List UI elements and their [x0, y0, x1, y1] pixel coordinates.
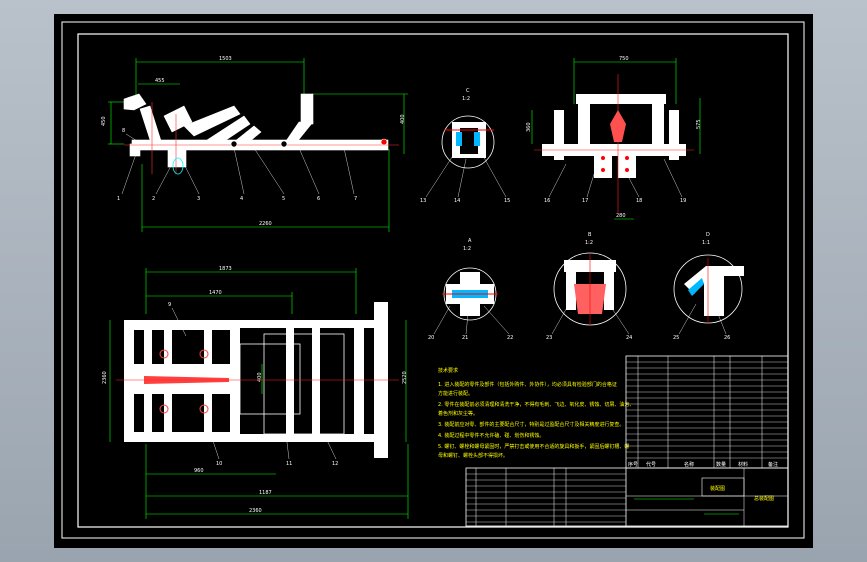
col-name: 名称: [684, 461, 694, 468]
callout-22: 22: [507, 335, 513, 341]
col-material: 材料: [738, 461, 748, 468]
inner-frame: [77, 33, 789, 528]
callout-6: 6: [317, 196, 320, 202]
callout-17: 17: [582, 198, 588, 204]
dim-plan-bottom-a: 1187: [259, 490, 272, 496]
callout-26: 26: [724, 335, 730, 341]
parts-list: 序号 代号 名称 数量 材料 备注: [625, 355, 789, 469]
sheet-label: 总装配图: [754, 495, 774, 502]
notes-line-2: 方能进行装配。: [438, 390, 473, 397]
notes-line-3: 2. 零件在装配前必须清理和清洗干净，不得有毛刺、飞边、氧化皮、锈蚀、切屑、油污…: [438, 401, 634, 408]
detail-view-c: C 1:2 13 14 15: [420, 88, 510, 204]
plan-view: 1873 1470 2360 2520 960 1187 2360 400: [102, 266, 409, 519]
dim-plan-bottom-b: 2360: [249, 508, 262, 514]
technical-notes: 技术要求 1. 进入装配的零件及部件（包括外购件、外协件），均必须具有检验部门的…: [438, 367, 634, 459]
callout-25: 25: [673, 335, 679, 341]
col-no: 序号: [628, 461, 638, 468]
callout-20: 20: [428, 335, 434, 341]
view-a-scale: 1:2: [463, 246, 471, 252]
drawing-name: 装配图: [710, 485, 725, 492]
view-b-title: B: [588, 232, 592, 238]
dim-plan-right: 2520: [402, 371, 408, 384]
callout-9: 9: [168, 302, 171, 308]
drawing-sheet: 1503 455 450 400 2260: [61, 21, 805, 539]
notes-line-7: 5. 螺钉、螺栓和螺母紧固时，严禁打击或使用不合适的旋具和扳手，紧固后螺钉槽、螺: [438, 443, 629, 450]
col-qty: 数量: [716, 461, 726, 468]
col-remark: 备注: [768, 461, 778, 468]
callout-7: 7: [354, 196, 357, 202]
end-view: 750 360 575 280 16 17 18 19: [526, 56, 702, 220]
dim-plan-width-b: 1470: [209, 290, 222, 296]
dim-plan-height: 2360: [102, 371, 108, 384]
notes-line-1: 1. 进入装配的零件及部件（包括外购件、外协件），均必须具有检验部门的合格证: [438, 381, 617, 388]
callout-16: 16: [544, 198, 550, 204]
detail-view-a: A 1:2 20 21 22: [428, 238, 513, 341]
detail-view-b: B 1:2 23 24: [546, 232, 632, 341]
dim-end-height: 360: [526, 122, 532, 132]
cad-viewport[interactable]: 1503 455 450 400 2260: [54, 14, 813, 548]
notes-line-6: 4. 装配过程中零件不允许磕、碰、划伤和锈蚀。: [438, 432, 544, 439]
callout-14: 14: [454, 198, 460, 204]
view-d-scale: 1:1: [702, 240, 710, 246]
callout-5: 5: [282, 196, 285, 202]
callout-11: 11: [286, 461, 292, 467]
detail-view-d: D 1:1 25 26: [673, 232, 744, 341]
title-block: 装配图 总装配图: [465, 467, 789, 527]
view-c-scale: 1:2: [462, 96, 470, 102]
callout-21: 21: [462, 335, 468, 341]
front-elevation-view: 1503 455 450 400 2260: [101, 56, 408, 232]
dim-top-width: 1503: [219, 56, 232, 62]
col-code: 代号: [646, 461, 656, 468]
callout-23: 23: [546, 335, 552, 341]
view-d-title: D: [706, 232, 710, 238]
dim-top-total: 2260: [259, 221, 272, 227]
callout-18: 18: [636, 198, 642, 204]
notes-title: 技术要求: [438, 367, 458, 374]
notes-line-4: 着色剂和灰尘等。: [438, 410, 478, 417]
dim-plan-left-small: 960: [194, 468, 204, 474]
view-b-scale: 1:2: [585, 240, 593, 246]
dim-end-right: 575: [696, 119, 702, 129]
callout-2: 2: [152, 196, 155, 202]
notes-line-5: 3. 装配前应对零、部件的主要配合尺寸，特别是过盈配合尺寸及相关精度进行复查。: [438, 421, 624, 428]
callout-3: 3: [197, 196, 200, 202]
callout-12: 12: [332, 461, 338, 467]
dim-plan-width-a: 1873: [219, 266, 232, 272]
view-a-title: A: [468, 238, 472, 244]
callout-8: 8: [122, 128, 125, 134]
dim-top-left-height: 450: [101, 116, 107, 126]
callout-10: 10: [216, 461, 222, 467]
callout-24: 24: [626, 335, 632, 341]
callout-19: 19: [680, 198, 686, 204]
callout-13: 13: [420, 198, 426, 204]
dim-plan-small: 400: [257, 372, 263, 382]
dim-end-width: 750: [619, 56, 629, 62]
callout-4: 4: [240, 196, 243, 202]
dim-top-small: 455: [155, 78, 165, 84]
view-c-title: C: [466, 88, 470, 94]
notes-line-8: 母和螺钉、螺栓头部不得损坏。: [438, 452, 508, 459]
dim-top-height: 400: [400, 114, 406, 124]
callout-1: 1: [117, 196, 120, 202]
callout-15: 15: [504, 198, 510, 204]
outer-frame: [61, 21, 805, 539]
dim-end-bottom: 280: [616, 213, 626, 219]
